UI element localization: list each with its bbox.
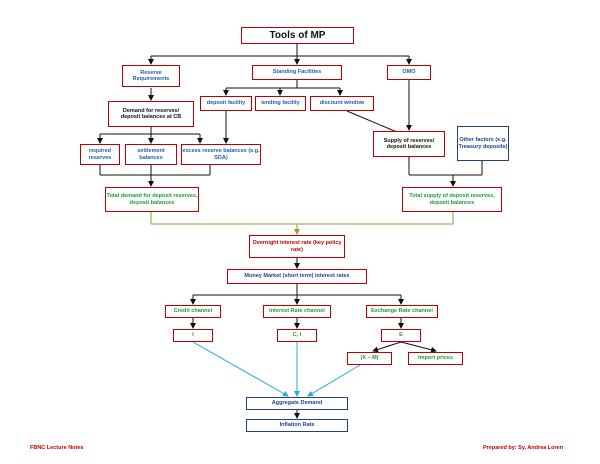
exchange-rate-channel-box: Exchange Rate channel: [366, 305, 438, 318]
net-exports-box: (X – M): [347, 352, 392, 365]
types-to-total-demand-lines: [99, 165, 211, 187]
discount-window-box: discount window: [310, 96, 374, 111]
demand-for-reserves-box: Demand for reserves/ deposit balances at…: [108, 101, 194, 127]
required-reserves-box: required reserves: [80, 144, 120, 165]
title-box: Tools of MP: [241, 27, 354, 44]
aggregate-demand-box: Aggregate Demand: [246, 397, 348, 410]
deposit-facility-box: deposit facility: [200, 96, 252, 111]
channel-to-var-lines: [190, 318, 404, 329]
import-prices-box: Import prices: [408, 352, 463, 365]
credit-channel-box: Credit channel: [165, 305, 221, 318]
overnight-rate-box: Overnight interest rate (key policy rate…: [249, 235, 345, 258]
demand-branch-lines: [97, 127, 203, 144]
reserve-requirements-box: Reserve Requirements: [122, 65, 180, 87]
footer-right: Prepared by: Sy, Andrea Loren: [483, 445, 564, 451]
title-branch-lines: [148, 44, 412, 65]
lending-facility-box: lending facility: [255, 96, 306, 111]
supply-to-total-supply-lines: [408, 157, 483, 187]
mm-branch-lines: [190, 284, 404, 305]
inflation-rate-box: Inflation Rate: [246, 419, 348, 432]
total-demand-box: Total demand for deposit reserves, depos…: [105, 187, 199, 212]
interest-rate-channel-box: Interest Rate channel: [263, 305, 331, 318]
facility-branch-lines: [223, 80, 343, 96]
e-branch-lines: [372, 341, 437, 353]
other-factors-box: Other factors (e.g. Treasury deposits): [457, 126, 509, 161]
standing-facilities-box: Standing Facilities: [252, 65, 342, 80]
supply-of-reserves-box: Supply of reserves/ deposit balances: [373, 131, 445, 157]
exchange-var-box: E: [381, 329, 421, 342]
interest-var-box: C, I: [277, 329, 317, 342]
to-aggregate-demand-arrows: [192, 341, 361, 397]
totals-to-overnight-lines: [150, 212, 454, 235]
excess-reserve-box: excess reserve balances (e.g. SDA): [181, 144, 261, 165]
settlement-balances-box: settlement balances: [125, 144, 177, 165]
total-supply-box: Total supply of deposit reserves, deposi…: [402, 187, 502, 212]
money-market-box: Money Market (short term) interest rates: [227, 269, 367, 284]
footer-left: FBNC Lecture Notes: [30, 445, 84, 451]
credit-var-box: I: [173, 329, 213, 342]
omo-box: OMO: [387, 65, 431, 80]
